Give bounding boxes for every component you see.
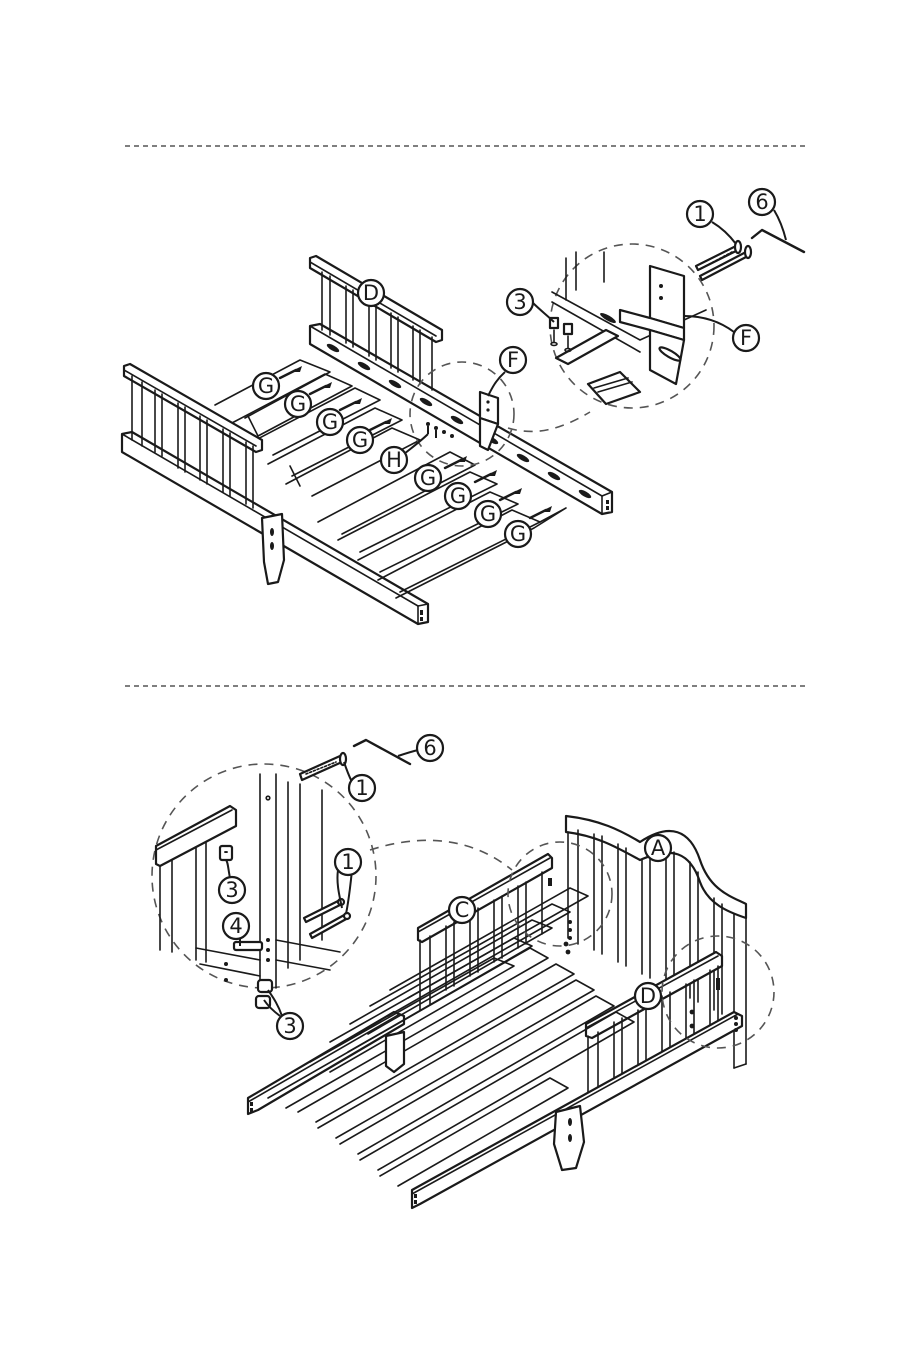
step1-allen-key: [752, 230, 804, 252]
svg-text:6: 6: [423, 736, 436, 760]
step2-leg-front: [554, 1106, 584, 1170]
step2-callout-c: C: [449, 897, 475, 923]
step1-diagram: [122, 230, 804, 624]
step2-guardrail-d: [586, 952, 722, 1100]
step2-callout-part6: 6: [398, 735, 443, 761]
step1-callout-g6: G: [445, 483, 471, 509]
step1-callout-g7: G: [475, 501, 501, 527]
step1-callout-part3: 3: [507, 289, 554, 322]
svg-text:D: D: [363, 281, 379, 305]
svg-text:1: 1: [693, 202, 706, 226]
svg-text:1: 1: [355, 776, 368, 800]
svg-text:G: G: [352, 428, 368, 452]
svg-text:G: G: [450, 484, 466, 508]
step1-callout-g2: G: [285, 391, 311, 417]
svg-text:G: G: [258, 374, 274, 398]
step1-callout-g1: G: [253, 373, 279, 399]
svg-text:3: 3: [513, 290, 526, 314]
step2-allen-key: [354, 740, 410, 764]
svg-text:H: H: [386, 448, 402, 472]
step1-leg: [262, 514, 284, 584]
step1-callout-g8: G: [505, 521, 531, 547]
step1-callout-part1: 1: [687, 201, 736, 244]
svg-text:G: G: [510, 522, 526, 546]
svg-text:6: 6: [755, 190, 768, 214]
svg-text:3: 3: [225, 878, 238, 902]
step1-zoom-detail: [550, 252, 706, 404]
svg-text:G: G: [290, 392, 306, 416]
svg-text:G: G: [322, 410, 338, 434]
svg-text:A: A: [651, 836, 666, 860]
svg-text:4: 4: [229, 914, 242, 938]
svg-text:1: 1: [341, 850, 354, 874]
svg-text:G: G: [420, 466, 436, 490]
step2-callout-part1-top: 1: [344, 762, 375, 801]
svg-text:C: C: [455, 898, 470, 922]
svg-text:F: F: [740, 326, 752, 350]
step2-diagram: [152, 740, 774, 1208]
step1-callout-f: F: [488, 347, 526, 396]
step1-bolts: [696, 241, 751, 280]
step2-callout-part3-top: 3: [219, 860, 245, 903]
step1-zoom-connector: [508, 412, 590, 431]
step2-callout-d: D: [635, 983, 661, 1009]
step1-callout-g3: G: [317, 409, 343, 435]
step1-callout-g5: G: [415, 465, 441, 491]
step1-callout-g4: G: [347, 427, 373, 453]
step2-zoom-large: [152, 764, 376, 988]
svg-text:D: D: [640, 984, 656, 1008]
step2-zoom-connector: [370, 840, 512, 870]
svg-text:3: 3: [283, 1014, 296, 1038]
svg-text:F: F: [507, 348, 519, 372]
step2-callout-a: A: [645, 835, 671, 861]
step2-leg-back: [386, 1032, 404, 1072]
step2-bolt: [300, 753, 346, 780]
svg-text:G: G: [480, 502, 496, 526]
step1-callout-d: D: [358, 280, 384, 306]
step1-callout-f-zoom: F: [684, 316, 759, 351]
